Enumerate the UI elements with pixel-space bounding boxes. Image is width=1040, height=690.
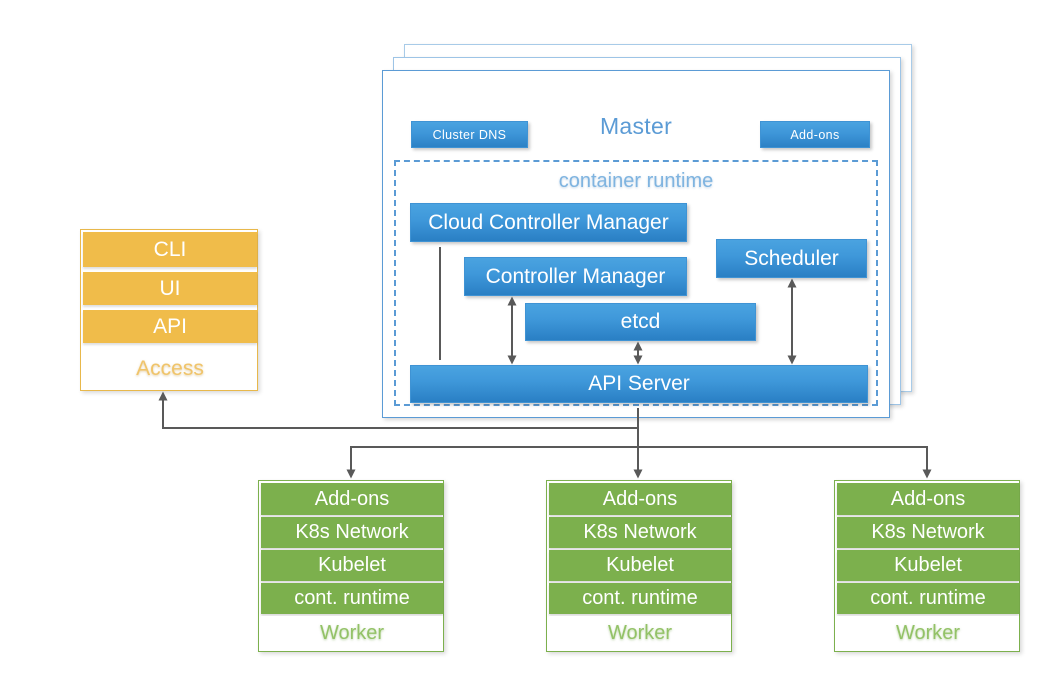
worker-3-footer: Worker [837, 616, 1019, 651]
access-bar-cli-label: CLI [153, 237, 187, 261]
etcd-label: etcd [620, 310, 661, 333]
worker-1-bar-cont-runtime[interactable]: cont. runtime [261, 583, 443, 614]
worker-3-bar-k8s-network-label: K8s Network [871, 521, 985, 543]
worker-3-bar-kubelet-label: Kubelet [894, 554, 962, 576]
worker-1-bar-kubelet-label: Kubelet [318, 554, 386, 576]
worker-2-bar-k8s-network-label: K8s Network [583, 521, 697, 543]
access-bar-cli[interactable]: CLI [83, 232, 257, 267]
worker-1-bar-k8s-network[interactable]: K8s Network [261, 517, 443, 548]
master-addons-box[interactable]: Add-ons [760, 121, 870, 148]
worker-panel-2[interactable]: Add-ons K8s Network Kubelet cont. runtim… [546, 480, 732, 652]
access-bar-api-label: API [153, 314, 187, 338]
container-runtime-title: container runtime [558, 170, 714, 192]
worker-1-bar-addons[interactable]: Add-ons [261, 483, 443, 515]
cloud-controller-manager-label: Cloud Controller Manager [428, 210, 669, 234]
master-title: Master [599, 113, 673, 139]
access-bar-ui-label: UI [159, 276, 181, 300]
scheduler-box[interactable]: Scheduler [716, 239, 867, 278]
etcd-box[interactable]: etcd [525, 303, 756, 341]
worker-2-bar-kubelet[interactable]: Kubelet [549, 550, 731, 581]
worker-2-footer-label: Worker [607, 622, 673, 644]
worker-2-bar-cont-runtime-label: cont. runtime [582, 587, 698, 609]
worker-2-bar-k8s-network[interactable]: K8s Network [549, 517, 731, 548]
worker-2-bar-kubelet-label: Kubelet [606, 554, 674, 576]
worker-panel-1[interactable]: Add-ons K8s Network Kubelet cont. runtim… [258, 480, 444, 652]
cluster-dns-label: Cluster DNS [432, 127, 507, 142]
worker-3-bar-kubelet[interactable]: Kubelet [837, 550, 1019, 581]
arrow-apiserver-worker-1 [346, 428, 639, 479]
worker-1-bar-k8s-network-label: K8s Network [295, 521, 409, 543]
cluster-dns-box[interactable]: Cluster DNS [411, 121, 528, 148]
controller-manager-label: Controller Manager [485, 264, 666, 288]
worker-1-bar-kubelet[interactable]: Kubelet [261, 550, 443, 581]
worker-2-bar-cont-runtime[interactable]: cont. runtime [549, 583, 731, 614]
worker-2-footer: Worker [549, 616, 731, 651]
access-bar-api[interactable]: API [83, 310, 257, 343]
worker-1-footer-label: Worker [319, 622, 385, 644]
worker-3-footer-label: Worker [895, 622, 961, 644]
cloud-controller-manager-box[interactable]: Cloud Controller Manager [410, 203, 687, 242]
api-server-box[interactable]: API Server [410, 365, 868, 403]
worker-3-bar-addons[interactable]: Add-ons [837, 483, 1019, 515]
worker-1-bar-addons-label: Add-ons [314, 487, 390, 510]
scheduler-label: Scheduler [744, 246, 839, 270]
worker-3-bar-k8s-network[interactable]: K8s Network [837, 517, 1019, 548]
worker-3-bar-addons-label: Add-ons [890, 487, 966, 510]
worker-panel-3[interactable]: Add-ons K8s Network Kubelet cont. runtim… [834, 480, 1020, 652]
worker-3-bar-cont-runtime-label: cont. runtime [870, 587, 986, 609]
api-server-label: API Server [588, 372, 690, 395]
master-addons-label: Add-ons [790, 127, 840, 142]
access-panel[interactable]: CLI UI API Access [80, 229, 258, 391]
controller-manager-box[interactable]: Controller Manager [464, 257, 687, 296]
arrow-apiserver-worker-3 [638, 446, 932, 479]
worker-1-bar-cont-runtime-label: cont. runtime [294, 587, 410, 609]
worker-2-bar-addons-label: Add-ons [602, 487, 678, 510]
worker-3-bar-cont-runtime[interactable]: cont. runtime [837, 583, 1019, 614]
access-bar-ui[interactable]: UI [83, 272, 257, 305]
access-footer: Access [83, 348, 257, 390]
worker-2-bar-addons[interactable]: Add-ons [549, 483, 731, 515]
access-footer-label: Access [136, 357, 204, 380]
worker-1-footer: Worker [261, 616, 443, 651]
